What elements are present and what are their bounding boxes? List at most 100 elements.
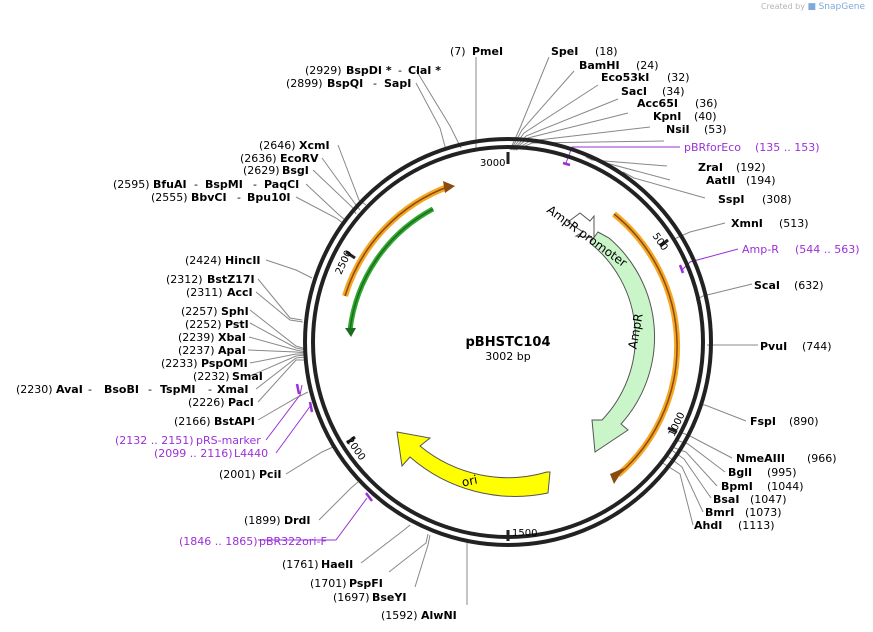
tick-500: 500 <box>650 231 670 253</box>
site-pos: (2899) <box>286 77 323 90</box>
site-name: PaqCI <box>264 178 299 191</box>
site-name: HaeII <box>321 558 353 571</box>
site-pos: (192) <box>736 161 766 174</box>
site-pos: (2555) <box>151 191 188 204</box>
site-name: BsgI <box>282 164 309 177</box>
snapgene-logo: ■ <box>807 2 817 12</box>
site-pos: (2166) <box>174 415 211 428</box>
site-name: BglI <box>728 466 752 479</box>
site-pos: (744) <box>802 340 832 353</box>
site-pos: (40) <box>694 110 717 123</box>
site-pos: (36) <box>695 97 718 110</box>
site-pos: (2311) <box>186 286 223 299</box>
site-pos: (2257) <box>181 305 218 318</box>
site-name: BstAPI <box>214 415 255 428</box>
site-name: PciI <box>259 468 281 481</box>
site-pos: (24) <box>636 59 659 72</box>
ring-ticks <box>345 152 678 541</box>
site-pos: (890) <box>789 415 819 428</box>
separator: - <box>237 191 241 204</box>
site-name: BbvCI <box>191 191 227 204</box>
ampr-label: AmpR <box>626 312 646 350</box>
site-name: BsaI <box>713 493 739 506</box>
site-name: AhdI <box>694 519 722 532</box>
site-name: TspMI <box>160 383 196 396</box>
site-name: BsoBI <box>104 383 139 396</box>
site-name: XcmI <box>299 139 330 152</box>
left-site-labels: (2099 .. 2116) L4440 (2132 .. 2151) pRS-… <box>16 64 441 460</box>
tick-1500: 1500 <box>512 528 537 539</box>
site-pos: (2595) <box>113 178 150 191</box>
site-name: BpmI <box>721 480 753 493</box>
site-name: SacI <box>621 85 647 98</box>
site-pos: (7) <box>450 45 466 58</box>
site-name: PspFI <box>349 577 383 590</box>
separator: - <box>398 64 402 77</box>
site-name: KpnI <box>653 110 681 123</box>
primer-range: (544 .. 563) <box>795 243 860 256</box>
site-pos: (1047) <box>750 493 787 506</box>
bottom-site-labels: (1592) AlwNI (1697) BseYI (1701) PspFI (… <box>179 468 457 622</box>
site-name: BspMI <box>205 178 243 191</box>
primer-marks <box>295 161 685 502</box>
primer-range: (135 .. 153) <box>755 141 820 154</box>
site-name: ZraI <box>698 161 723 174</box>
site-name: SapI <box>384 77 411 90</box>
right-site-labels: pBRforEco (135 .. 153) ZraI (192) AatII … <box>684 141 860 532</box>
site-name: PspOMI <box>201 357 248 370</box>
site-name: PacI <box>228 396 254 409</box>
site-pos: (1761) <box>282 558 319 571</box>
site-pos: (2646) <box>259 139 296 152</box>
site-name: BspDI * <box>346 64 392 77</box>
site-name: NmeAIII <box>736 452 785 465</box>
primer-range: (2099 .. 2116) <box>154 447 233 460</box>
site-name: BspQI <box>327 77 363 90</box>
site-pos: (2636) <box>240 152 277 165</box>
credit-brand: SnapGene <box>818 2 865 12</box>
separator: - <box>194 178 198 191</box>
primer-name: L4440 <box>234 447 268 460</box>
tick-3000: 3000 <box>480 158 505 169</box>
primer-range: (1846 .. 1865) <box>179 535 258 548</box>
site-pos: (2001) <box>219 468 256 481</box>
plasmid-size: 3002 bp <box>485 350 530 363</box>
ori-label: ori <box>461 473 479 490</box>
site-name: SmaI <box>232 370 263 383</box>
site-pos: (1697) <box>333 591 370 604</box>
site-pos: (194) <box>746 174 776 187</box>
site-name: BstZ17I <box>207 273 255 286</box>
separator: - <box>373 77 377 90</box>
site-name: SspI <box>718 193 744 206</box>
site-pos: (2629) <box>243 164 280 177</box>
site-pos: (513) <box>779 217 809 230</box>
site-pos: (1044) <box>767 480 804 493</box>
site-name: HincII <box>225 254 261 267</box>
site-pos: (1701) <box>310 577 347 590</box>
primer-name: Amp-R <box>742 243 779 256</box>
site-pos: (632) <box>794 279 824 292</box>
site-name: DrdI <box>284 514 311 527</box>
site-pos: (1073) <box>745 506 782 519</box>
plasmid-name: pBHSTC104 <box>465 335 550 350</box>
site-pos: (2232) <box>193 370 230 383</box>
site-name: ClaI * <box>408 64 441 77</box>
site-name: SphI <box>221 305 249 318</box>
site-pos: (32) <box>667 71 690 84</box>
primer-name: pBRforEco <box>684 141 741 154</box>
site-pos: (1899) <box>244 514 281 527</box>
primer-range: (2132 .. 2151) <box>115 434 194 447</box>
site-pos: (53) <box>704 123 727 136</box>
site-pos: (2312) <box>166 273 203 286</box>
site-pos: (2226) <box>188 396 225 409</box>
site-name: Bpu10I <box>247 191 291 204</box>
site-pos: (2252) <box>185 318 222 331</box>
site-name: AatII <box>706 174 735 187</box>
primer-name: pRS-marker <box>196 434 261 447</box>
site-pos: (966) <box>807 452 837 465</box>
site-name: Eco53kI <box>601 71 649 84</box>
ampr-feature <box>589 231 656 453</box>
site-name: BseYI <box>372 591 406 604</box>
site-name: EcoRV <box>280 152 319 165</box>
site-pos: (2233) <box>161 357 198 370</box>
site-name: Acc65I <box>637 97 678 110</box>
